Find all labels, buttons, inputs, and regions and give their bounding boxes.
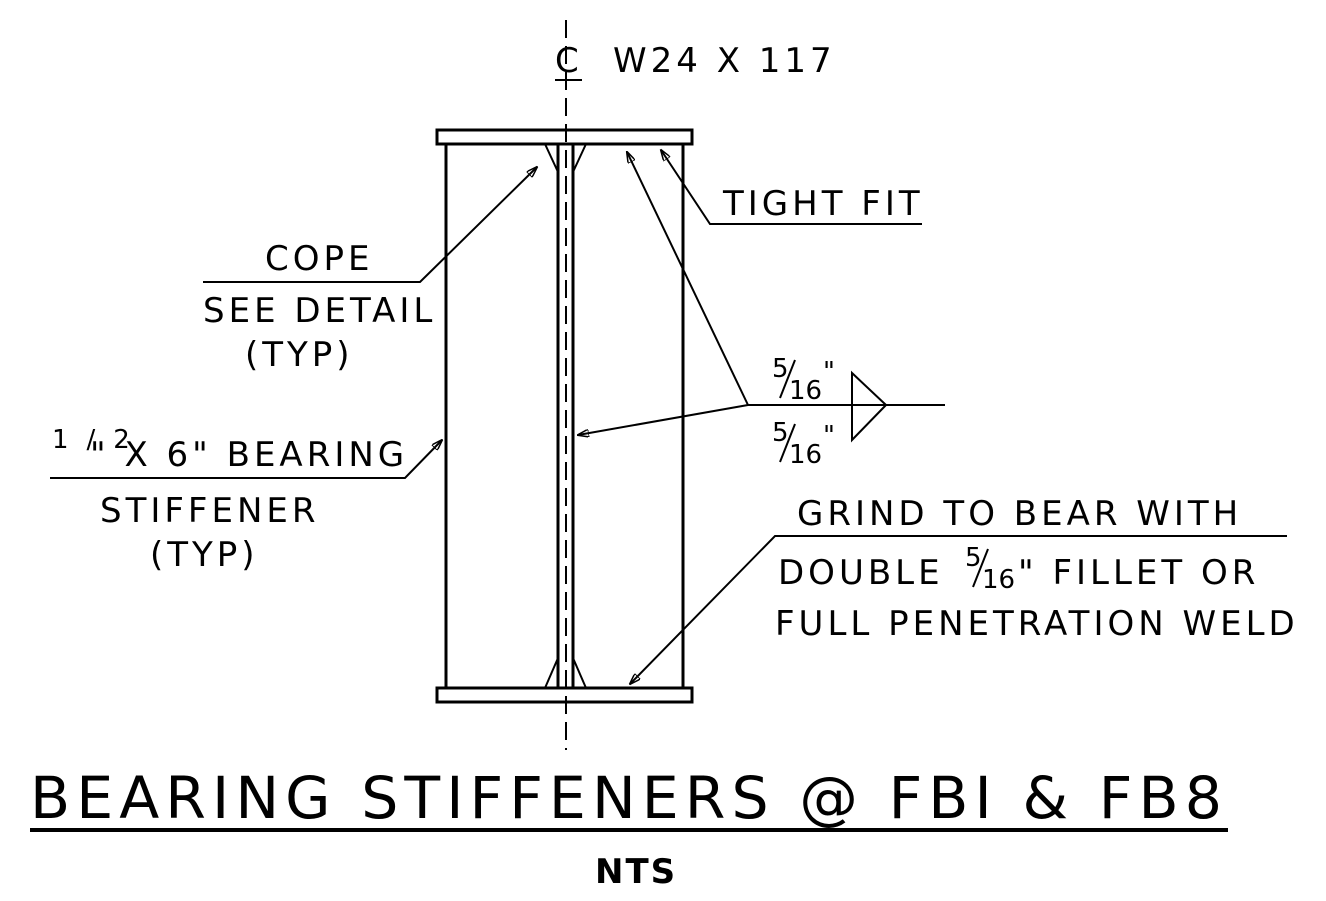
grind-label-line2-pre: DOUBLE	[778, 553, 944, 593]
grind-label-line2-post: " FILLET OR	[1018, 553, 1259, 593]
stiffener-label-line2: STIFFENER	[100, 491, 320, 531]
weld-size-top-unit: "	[823, 357, 835, 387]
bottom-cope-right	[572, 657, 587, 689]
weld-size-top-slash	[779, 359, 796, 399]
top-flange	[435, 128, 694, 146]
top-cope-right	[572, 143, 587, 173]
weld-size-bottom-numerator: 5	[772, 418, 789, 448]
tight-fit-label: TIGHT FIT	[722, 184, 924, 224]
tight-fit-leader	[661, 150, 922, 225]
weld-leader-to-stiffener	[627, 152, 749, 406]
bottom-cope-left	[544, 657, 559, 689]
drawing-title: BEARING STIFFENERS @ FBI & FB8	[30, 764, 1228, 832]
weld-leader-to-web	[578, 404, 749, 435]
stiffener-size-numerator: 1/2	[52, 425, 148, 455]
cope-label-line2: SEE DETAIL	[203, 291, 436, 331]
stiffener-size-label: " X 6" BEARING	[90, 435, 408, 475]
weld-size-bottom-denominator: 16	[789, 440, 822, 470]
scale-label: NTS	[595, 852, 677, 892]
cope-label-line1: COPE	[265, 239, 374, 279]
weld-size-top-numerator: 5	[772, 354, 789, 384]
grind-label-line1: GRIND TO BEAR WITH	[797, 494, 1242, 534]
grind-label-line2-denominator: 16	[982, 565, 1015, 595]
grind-label-line3: FULL PENETRATION WELD	[775, 604, 1299, 644]
grind-label-line2-numerator: 5	[965, 543, 982, 573]
weld-size-bottom-slash	[779, 423, 796, 463]
fillet-weld-other-side-symbol	[851, 404, 887, 443]
cope-leader	[203, 167, 537, 283]
weld-size-bottom-unit: "	[823, 421, 835, 451]
grind-leader	[630, 535, 1287, 684]
stiffener-leader	[50, 440, 442, 479]
stiffener-label-line3: (TYP)	[150, 535, 259, 575]
grind-label-line2-slash	[972, 548, 989, 588]
top-cope-left	[544, 143, 559, 173]
weld-size-top-denominator: 16	[789, 376, 822, 406]
bottom-flange	[435, 686, 694, 704]
centerline-symbol: C	[555, 41, 583, 81]
section-label: W24 X 117	[613, 41, 836, 81]
cope-label-line3: (TYP)	[245, 335, 354, 375]
fillet-weld-arrow-side-symbol	[851, 370, 887, 406]
